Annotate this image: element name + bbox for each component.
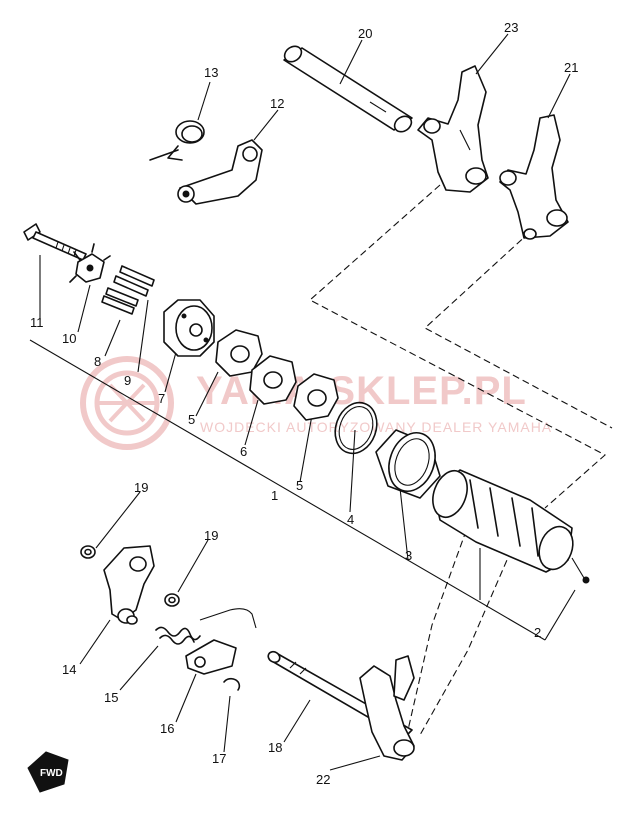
part-14-shift-arm	[103, 545, 155, 625]
label-part-18: 18	[268, 740, 282, 755]
part-4-circlip	[334, 401, 378, 455]
assembly-axis	[29, 255, 576, 641]
label-part-5-upper: 5	[188, 412, 195, 427]
part-23-shift-fork	[417, 65, 489, 193]
fwd-direction-badge: FWD	[27, 751, 69, 793]
label-part-14: 14	[62, 662, 76, 677]
label-part-19-lower: 19	[204, 528, 218, 543]
part-5-plate-lower	[293, 373, 339, 421]
part-10-segment	[69, 243, 111, 283]
label-part-1: 1	[271, 488, 278, 503]
part-5-plate-upper	[215, 329, 263, 377]
fwd-label: FWD	[40, 768, 63, 779]
label-part-10: 10	[62, 331, 76, 346]
label-part-6: 6	[240, 444, 247, 459]
part-13-spring	[149, 120, 205, 161]
part-12-stopper-lever	[177, 139, 263, 205]
part-22-shift-fork	[359, 655, 415, 761]
label-part-5-lower: 5	[296, 478, 303, 493]
label-part-15: 15	[104, 690, 118, 705]
label-part-19-upper: 19	[134, 480, 148, 495]
label-part-23: 23	[504, 20, 518, 35]
label-part-13: 13	[204, 65, 218, 80]
label-part-17: 17	[212, 751, 226, 766]
part-2-shift-drum	[432, 469, 590, 584]
part-labels: 1 2 3 4 5 5 6 7 8 9 10 11 12 13 14 15 16…	[30, 20, 578, 787]
label-part-22: 22	[316, 772, 330, 787]
part-15-spring	[155, 608, 257, 645]
part-8-pins	[101, 287, 139, 315]
part-20-shaft	[283, 45, 413, 133]
part-21-shift-fork	[499, 114, 569, 240]
watermark-subtitle: WOJDECKI AUTORYZOWANY DEALER YAMAHA	[200, 419, 552, 435]
part-9-pins	[113, 265, 155, 297]
part-17-circlip	[223, 677, 241, 691]
dashed-reference-lines	[309, 184, 613, 736]
label-part-20: 20	[358, 26, 372, 41]
part-7-cam	[163, 299, 215, 357]
part-19-washer-upper	[80, 545, 96, 559]
label-part-11: 11	[30, 315, 44, 330]
label-part-21: 21	[564, 60, 578, 75]
leader-lines	[79, 33, 571, 771]
part-19-washer-lower	[164, 593, 180, 607]
label-part-3: 3	[405, 548, 412, 563]
label-part-2: 2	[534, 625, 541, 640]
part-6-plate	[249, 355, 297, 405]
part-3-bearing	[375, 429, 441, 499]
label-part-7: 7	[158, 391, 165, 406]
label-part-9: 9	[124, 373, 131, 388]
part-16-arm-plate	[185, 639, 237, 675]
label-part-8: 8	[94, 354, 101, 369]
label-part-16: 16	[160, 721, 174, 736]
label-part-4: 4	[347, 512, 354, 527]
label-part-12: 12	[270, 96, 284, 111]
